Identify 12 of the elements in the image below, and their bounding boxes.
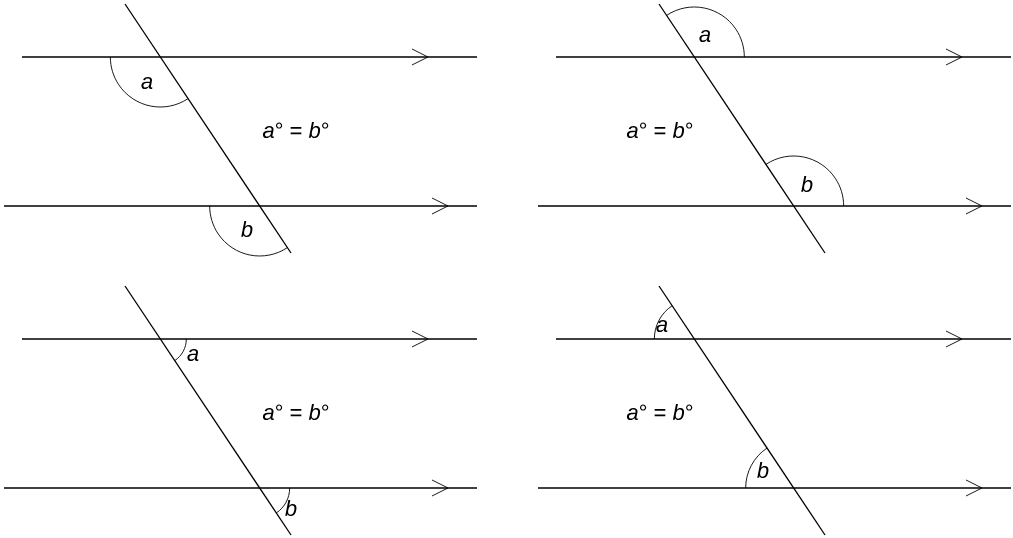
angle-label: b: [285, 499, 297, 517]
angle-label: b: [801, 175, 813, 193]
angle-label: b: [757, 461, 769, 479]
angle-label: a: [699, 29, 711, 43]
angle-label: a: [141, 76, 153, 90]
angle-label: b: [241, 220, 253, 238]
equation-label: a° = b°: [626, 121, 693, 139]
equation-label: a° = b°: [626, 403, 693, 421]
equation-label: a° = b°: [262, 403, 329, 421]
equation-label: a° = b°: [262, 121, 329, 139]
angle-label: a: [187, 348, 199, 362]
angle-label: a: [656, 319, 668, 333]
